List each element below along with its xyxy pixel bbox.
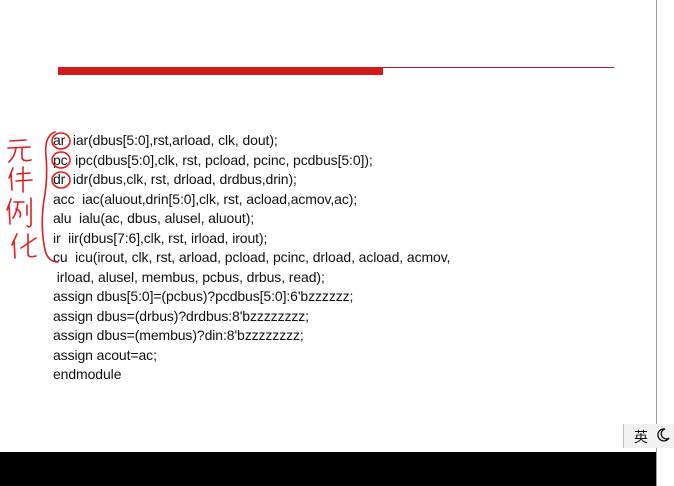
annotation-circle-pc (51, 151, 71, 169)
code-line: ir iir(dbus[7:6],clk, rst, irload, irout… (53, 229, 268, 246)
window-right-edge (656, 0, 674, 486)
subtitle-strip (0, 452, 656, 486)
code-line: cu icu(irout, clk, rst, arload, pcload, … (53, 249, 451, 265)
code-line: irload, alusel, membus, pcbus, drbus, re… (53, 268, 325, 285)
title-rule-thick (58, 67, 383, 75)
code-line: assign dbus[5:0]=(pcbus)?pcdbus[5:0]:6'b… (53, 288, 354, 304)
code-line: dr idr(dbus,clk, rst, drload, drdbus,dri… (53, 171, 297, 187)
verilog-code-block: ar iar(dbus[5:0],rst,arload, clk, dout);… (53, 131, 450, 385)
code-line: pc ipc(dbus[5:0],clk, rst, pcload, pcinc… (53, 151, 373, 168)
code-line: endmodule (53, 366, 122, 382)
code-line: assign acout=ac; (53, 346, 157, 363)
slide: ar iar(dbus[5:0],rst,arload, clk, dout);… (0, 0, 656, 452)
annotation-circle-ar (51, 132, 71, 150)
ime-indicator[interactable]: 英 (623, 424, 674, 448)
code-line: ar iar(dbus[5:0],rst,arload, clk, dout); (53, 132, 278, 148)
code-line: alu ialu(ac, dbus, alusel, aluout); (53, 210, 255, 226)
handwritten-note-characters (6, 139, 37, 259)
code-line: assign dbus=(membus)?din:8'bzzzzzzzz; (53, 327, 304, 343)
annotation-circle-dr (51, 171, 71, 189)
ime-language-label[interactable]: 英 (634, 430, 648, 446)
code-line: assign dbus=(drbus)?drdbus:8'bzzzzzzzz; (53, 307, 309, 324)
code-line: acc iac(aluout,drin[5:0],clk, rst, acloa… (53, 190, 358, 207)
moon-icon[interactable] (655, 427, 671, 443)
annotation-bracket (41, 131, 59, 263)
handwritten-annotations (6, 131, 71, 263)
